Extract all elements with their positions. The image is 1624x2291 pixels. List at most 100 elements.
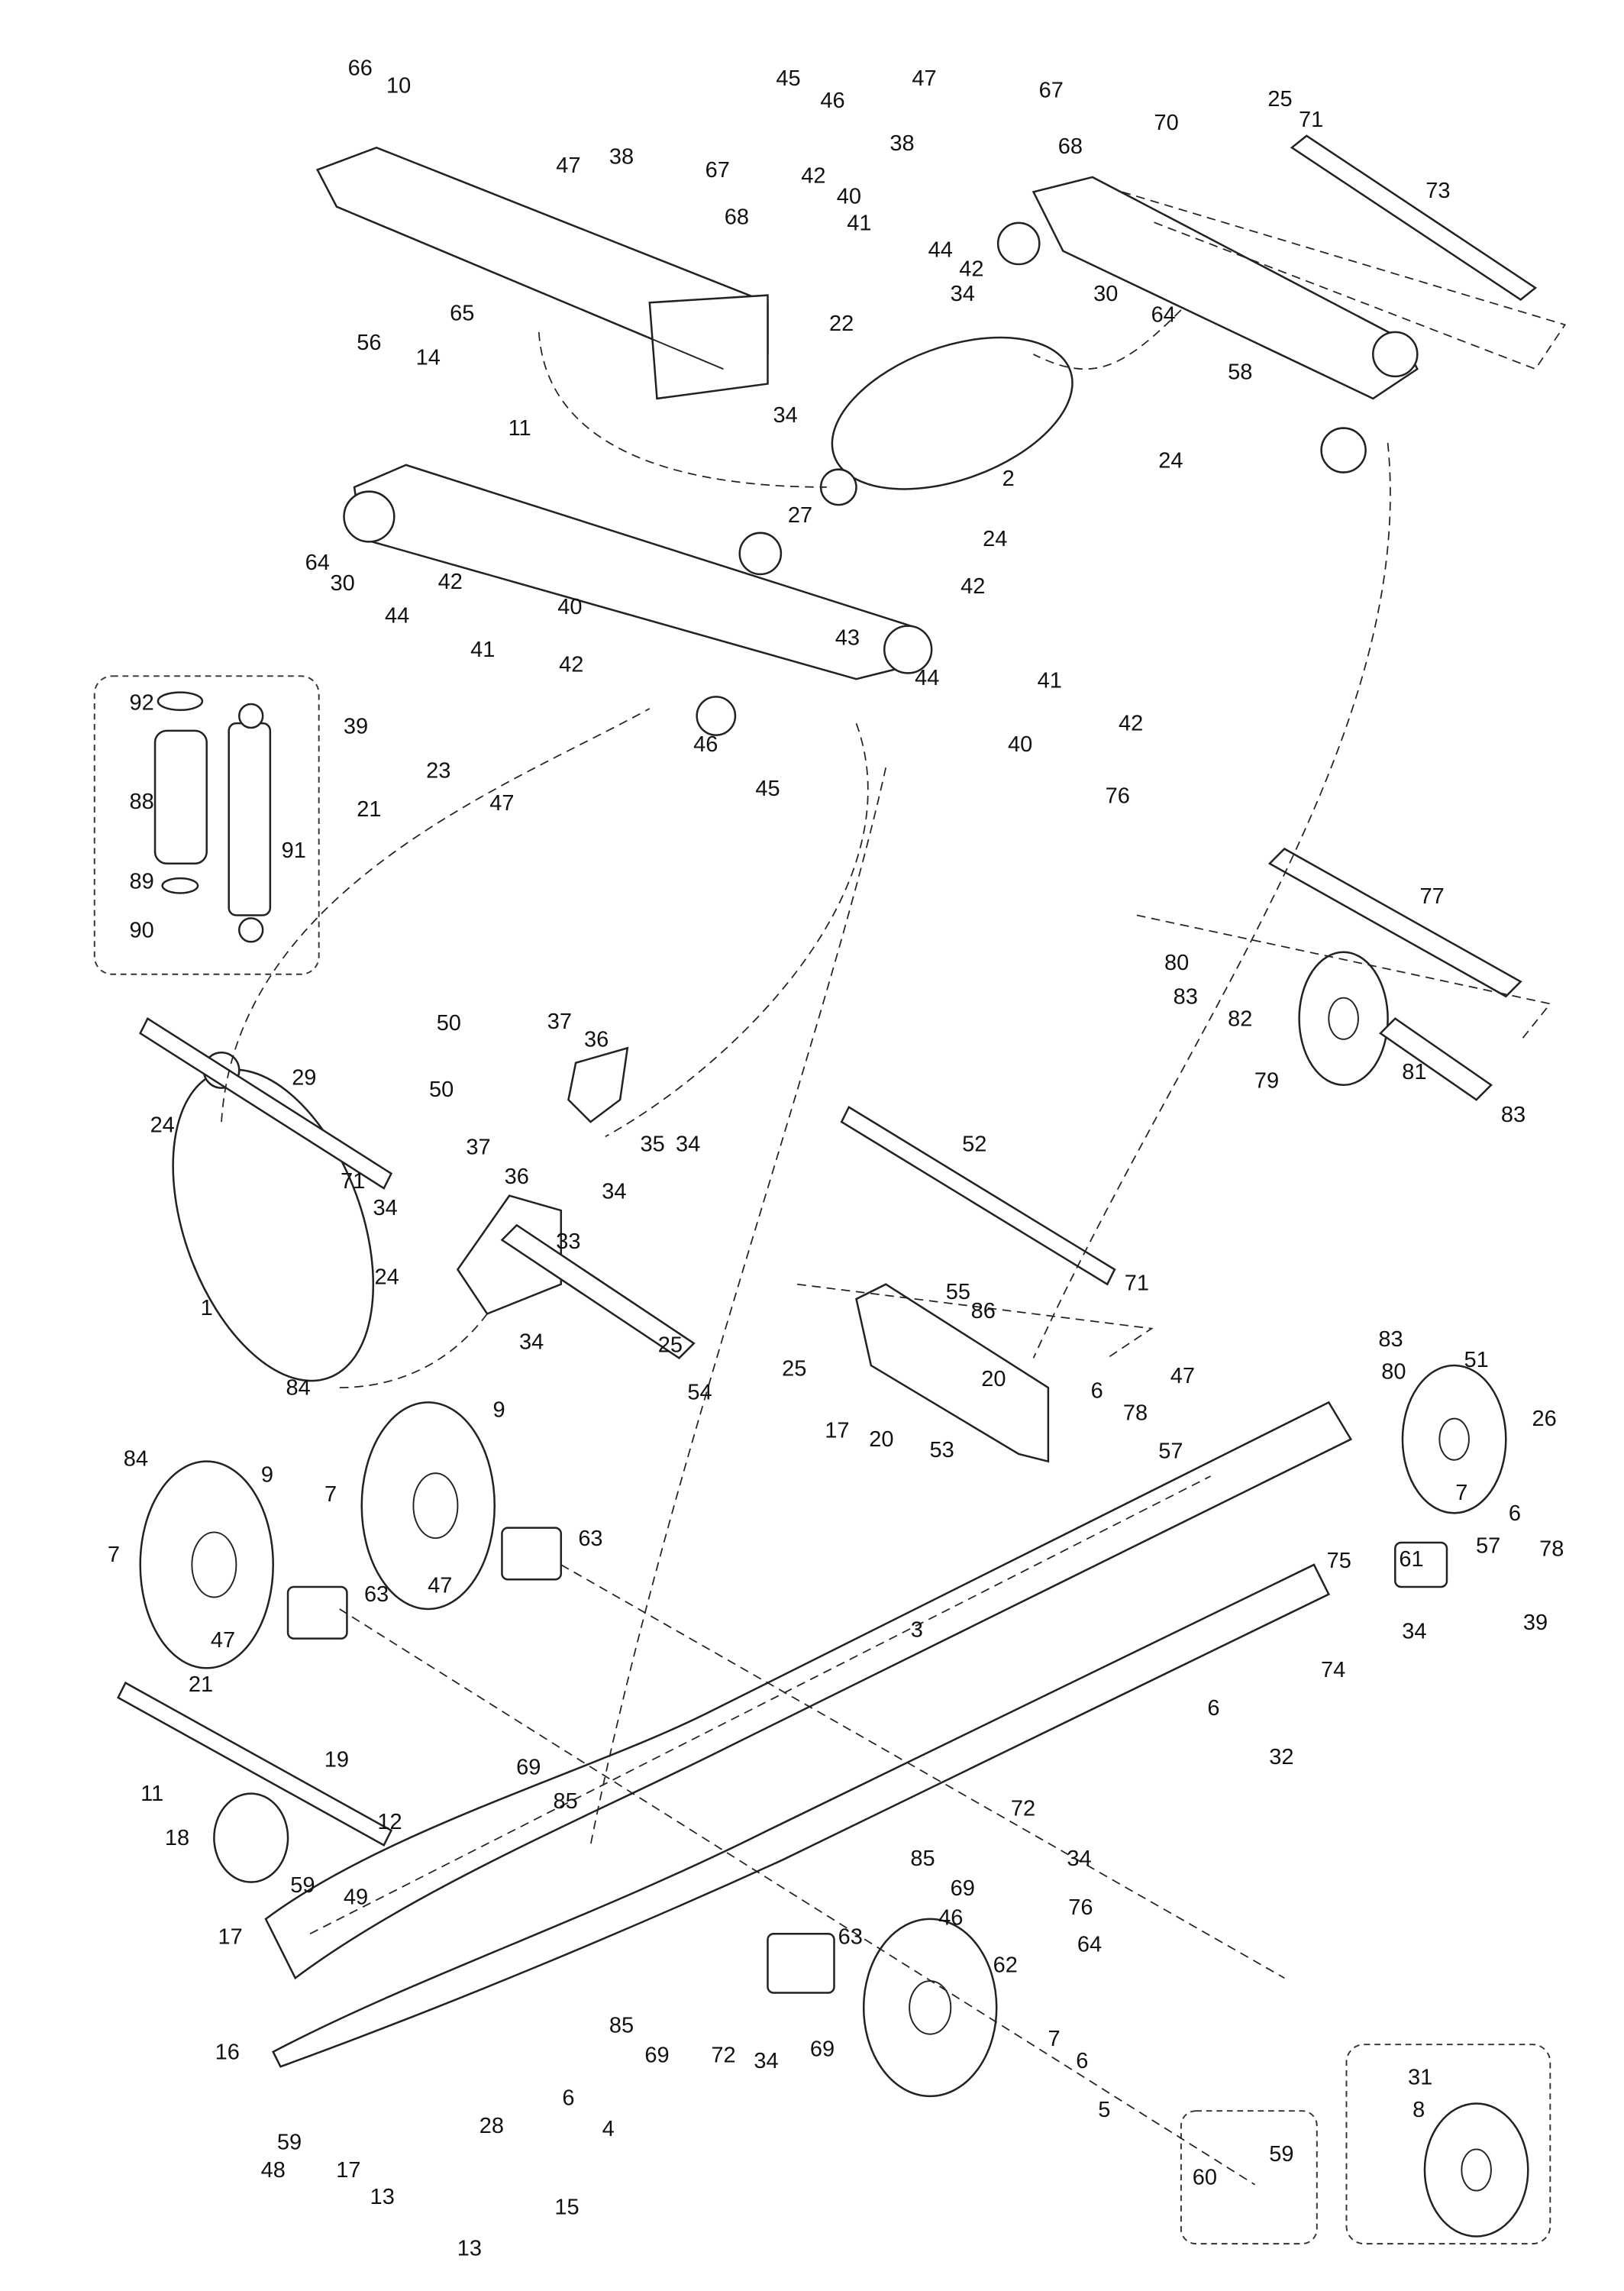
part-callout-63[interactable]: 63 <box>364 1582 389 1607</box>
part-callout-34[interactable]: 34 <box>602 1180 626 1204</box>
part-callout-28[interactable]: 28 <box>479 2114 504 2138</box>
part-callout-10[interactable]: 10 <box>386 74 411 99</box>
part-callout-20[interactable]: 20 <box>981 1367 1006 1391</box>
part-callout-47[interactable]: 47 <box>556 153 580 178</box>
part-callout-84[interactable]: 84 <box>124 1446 148 1471</box>
part-callout-55[interactable]: 55 <box>946 1280 970 1304</box>
part-callout-6[interactable]: 6 <box>562 2086 574 2110</box>
part-callout-78[interactable]: 78 <box>1539 1536 1564 1561</box>
part-callout-57[interactable]: 57 <box>1476 1533 1500 1558</box>
part-callout-77[interactable]: 77 <box>1419 884 1444 909</box>
part-callout-53[interactable]: 53 <box>930 1438 954 1462</box>
part-callout-17[interactable]: 17 <box>825 1419 849 1443</box>
part-callout-45[interactable]: 45 <box>776 66 800 91</box>
part-callout-72[interactable]: 72 <box>711 2043 735 2067</box>
part-callout-25[interactable]: 25 <box>658 1333 683 1358</box>
part-callout-84[interactable]: 84 <box>286 1376 310 1401</box>
part-callout-67[interactable]: 67 <box>705 158 730 183</box>
part-callout-64[interactable]: 64 <box>305 551 330 575</box>
part-callout-35[interactable]: 35 <box>641 1133 665 1157</box>
part-callout-36[interactable]: 36 <box>505 1165 529 1189</box>
part-callout-8[interactable]: 8 <box>1413 2098 1425 2122</box>
part-callout-30[interactable]: 30 <box>330 571 354 596</box>
part-callout-12[interactable]: 12 <box>377 1810 402 1834</box>
part-callout-44[interactable]: 44 <box>928 238 953 262</box>
part-callout-24[interactable]: 24 <box>983 527 1007 551</box>
part-callout-7[interactable]: 7 <box>108 1543 120 1567</box>
part-callout-71[interactable]: 71 <box>1299 108 1323 132</box>
part-callout-90[interactable]: 90 <box>130 918 154 942</box>
part-callout-88[interactable]: 88 <box>130 790 154 814</box>
part-callout-42[interactable]: 42 <box>961 574 985 599</box>
part-callout-16[interactable]: 16 <box>215 2040 240 2064</box>
part-callout-42[interactable]: 42 <box>438 570 463 594</box>
part-callout-43[interactable]: 43 <box>835 626 860 651</box>
part-callout-42[interactable]: 42 <box>959 257 983 281</box>
part-callout-58[interactable]: 58 <box>1228 360 1252 385</box>
part-callout-32[interactable]: 32 <box>1269 1745 1293 1769</box>
part-callout-13[interactable]: 13 <box>370 2185 395 2209</box>
part-callout-22[interactable]: 22 <box>829 312 854 336</box>
part-callout-6[interactable]: 6 <box>1509 1501 1521 1526</box>
part-callout-91[interactable]: 91 <box>282 839 306 863</box>
part-callout-34[interactable]: 34 <box>773 403 798 428</box>
part-callout-6[interactable]: 6 <box>1076 2049 1088 2073</box>
part-callout-70[interactable]: 70 <box>1154 111 1178 135</box>
part-callout-21[interactable]: 21 <box>357 797 381 822</box>
part-callout-71[interactable]: 71 <box>341 1169 365 1194</box>
part-callout-34[interactable]: 34 <box>676 1133 700 1157</box>
part-callout-41[interactable]: 41 <box>470 638 495 662</box>
part-callout-48[interactable]: 48 <box>261 2158 286 2183</box>
part-callout-65[interactable]: 65 <box>450 301 474 325</box>
part-callout-59[interactable]: 59 <box>290 1873 315 1898</box>
part-callout-24[interactable]: 24 <box>374 1265 399 1290</box>
part-callout-41[interactable]: 41 <box>1038 669 1062 693</box>
part-callout-37[interactable]: 37 <box>547 1010 572 1034</box>
part-callout-47[interactable]: 47 <box>428 1574 452 1598</box>
part-callout-6[interactable]: 6 <box>1091 1378 1103 1403</box>
part-callout-69[interactable]: 69 <box>810 2037 835 2062</box>
part-callout-4[interactable]: 4 <box>602 2117 615 2141</box>
part-callout-34[interactable]: 34 <box>1402 1620 1426 1644</box>
part-callout-92[interactable]: 92 <box>130 691 154 716</box>
part-callout-24[interactable]: 24 <box>150 1113 175 1138</box>
part-callout-33[interactable]: 33 <box>556 1230 580 1254</box>
part-callout-64[interactable]: 64 <box>1151 302 1176 327</box>
part-callout-73[interactable]: 73 <box>1425 179 1450 203</box>
part-callout-40[interactable]: 40 <box>1008 732 1032 757</box>
part-callout-68[interactable]: 68 <box>1058 134 1083 159</box>
part-callout-50[interactable]: 50 <box>437 1011 461 1036</box>
part-callout-59[interactable]: 59 <box>1269 2142 1293 2167</box>
part-callout-3[interactable]: 3 <box>911 1618 923 1643</box>
part-callout-49[interactable]: 49 <box>344 1885 368 1909</box>
part-callout-85[interactable]: 85 <box>910 1847 935 1871</box>
part-callout-74[interactable]: 74 <box>1321 1658 1345 1682</box>
part-callout-68[interactable]: 68 <box>725 205 749 230</box>
part-callout-19[interactable]: 19 <box>324 1748 349 1772</box>
part-callout-79[interactable]: 79 <box>1254 1069 1279 1094</box>
part-callout-40[interactable]: 40 <box>557 595 582 619</box>
part-callout-76[interactable]: 76 <box>1106 784 1130 808</box>
part-callout-61[interactable]: 61 <box>1399 1547 1423 1572</box>
part-callout-46[interactable]: 46 <box>938 1906 963 1931</box>
part-callout-34[interactable]: 34 <box>754 2049 778 2073</box>
part-callout-69[interactable]: 69 <box>951 1876 975 1901</box>
part-callout-5[interactable]: 5 <box>1098 2098 1110 2122</box>
part-callout-7[interactable]: 7 <box>1455 1481 1467 1505</box>
part-callout-37[interactable]: 37 <box>466 1136 490 1160</box>
part-callout-26[interactable]: 26 <box>1532 1407 1556 1431</box>
part-callout-14[interactable]: 14 <box>416 345 441 370</box>
part-callout-34[interactable]: 34 <box>373 1196 398 1220</box>
part-callout-47[interactable]: 47 <box>489 791 514 816</box>
part-callout-82[interactable]: 82 <box>1228 1007 1252 1031</box>
part-callout-17[interactable]: 17 <box>336 2158 360 2183</box>
part-callout-83[interactable]: 83 <box>1174 984 1198 1009</box>
part-callout-7[interactable]: 7 <box>324 1482 337 1507</box>
part-callout-85[interactable]: 85 <box>609 2014 634 2038</box>
part-callout-39[interactable]: 39 <box>1523 1611 1548 1635</box>
part-callout-64[interactable]: 64 <box>1077 1932 1102 1957</box>
part-callout-20[interactable]: 20 <box>869 1427 893 1452</box>
part-callout-11[interactable]: 11 <box>509 416 531 441</box>
part-callout-63[interactable]: 63 <box>838 1925 863 1950</box>
part-callout-56[interactable]: 56 <box>357 331 381 355</box>
